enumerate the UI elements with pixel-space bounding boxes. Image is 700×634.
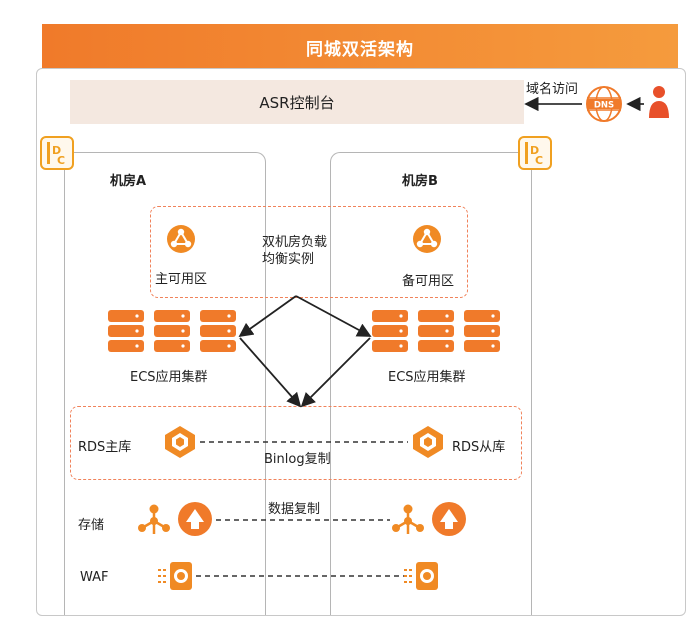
room-a-container: [64, 152, 266, 615]
user-icon: [646, 84, 672, 120]
idc-icon: D C: [518, 136, 552, 170]
dns-globe-icon[interactable]: DNS: [584, 84, 624, 124]
slb-to-ecs-b-arrow: [295, 295, 372, 337]
architecture-frame: [36, 68, 686, 616]
waf-label: WAF: [80, 570, 109, 585]
binlog-link-label: Binlog复制: [264, 452, 331, 467]
storage-node-icon: [390, 502, 426, 538]
waf-icon: [158, 560, 196, 592]
slb-icon: [410, 222, 444, 256]
ecs-cluster-b-label: ECS应用集群: [388, 370, 466, 385]
slb-icon: [164, 222, 198, 256]
standby-zone-label: 备可用区: [402, 274, 455, 289]
svg-text:D: D: [52, 144, 61, 157]
svg-text:C: C: [535, 154, 543, 167]
rds-icon: [162, 424, 198, 460]
slb-instance-label: 双机房负载 均衡实例: [262, 235, 328, 267]
svg-text:D: D: [530, 144, 539, 157]
room-a-label: 机房A: [110, 174, 147, 189]
ecs-cluster-a-label: ECS应用集群: [130, 370, 208, 385]
dns-icon-text: DNS: [594, 101, 614, 111]
slb-to-ecs-a-arrow: [238, 295, 297, 338]
slb-zone-box: [150, 206, 468, 298]
ecs-cluster-b: [372, 310, 504, 354]
ecs-cluster-a: [108, 310, 240, 354]
ecs-b-to-rds-arrow: [300, 337, 371, 408]
page-title: 同城双活架构: [42, 24, 678, 70]
data-replication-label: 数据复制: [268, 502, 321, 517]
rds-master-label: RDS主库: [78, 440, 132, 455]
storage-label: 存储: [78, 518, 105, 533]
room-b-label: 机房B: [402, 174, 438, 189]
asr-console[interactable]: ASR控制台: [70, 80, 524, 124]
svg-text:C: C: [57, 154, 65, 167]
room-b-container: [330, 152, 532, 615]
oss-icon: [430, 500, 468, 538]
storage-node-icon: [136, 502, 172, 538]
idc-icon: D C: [40, 136, 74, 170]
waf-icon: [404, 560, 442, 592]
rds-slave-label: RDS从库: [452, 440, 506, 455]
rds-icon: [410, 424, 446, 460]
oss-icon: [176, 500, 214, 538]
dns-label: 域名访问: [526, 82, 579, 97]
primary-zone-label: 主可用区: [155, 272, 208, 287]
ecs-a-to-rds-arrow: [239, 337, 302, 408]
